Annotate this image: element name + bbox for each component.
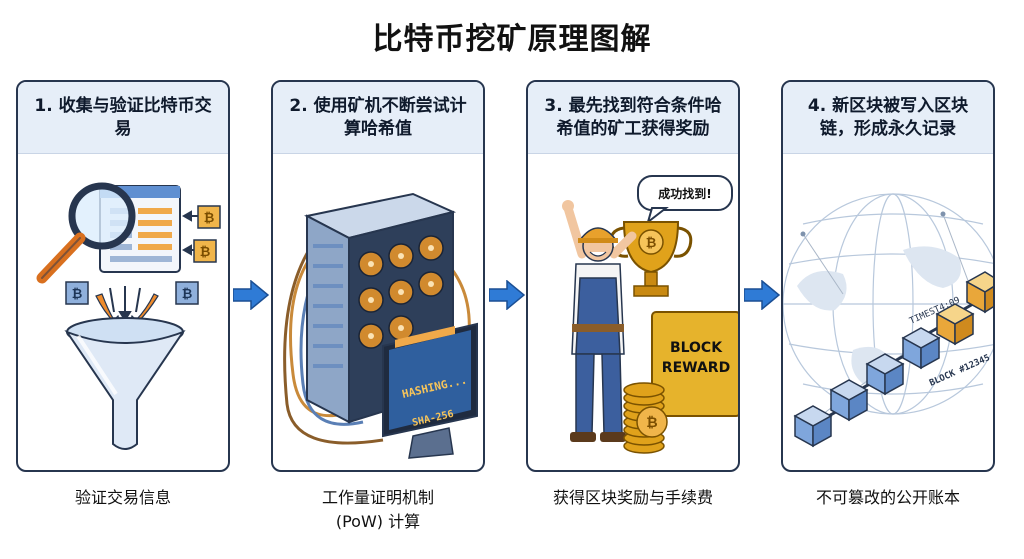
block-reward-card: BLOCK REWARD [651, 311, 738, 417]
trophy-icon: ₿ [609, 221, 693, 297]
step-card-1: 1. 收集与验证比特币交易 ₿ ₿ [16, 80, 230, 472]
monitor-icon: HASHING... SHA-256 [382, 322, 478, 459]
step-4-caption: 不可篡改的公开账本 [815, 488, 960, 507]
speech-text: 成功找到! [658, 186, 711, 201]
flow-arrow-icon [744, 280, 780, 310]
step-card-4: 4. 新区块被写入区块链，形成永久记录 [781, 80, 995, 472]
svg-text:₿: ₿ [200, 245, 211, 260]
page-title: 比特币挖矿原理图解 [372, 22, 652, 57]
svg-text:₿: ₿ [646, 415, 657, 431]
step-1-heading: 1. 收集与验证比特币交易 [18, 82, 228, 154]
reward-line-2: REWARD [662, 360, 730, 376]
magnifier-icon [36, 182, 136, 284]
step-3-heading: 3. 最先找到符合条件哈希值的矿工获得奖励 [528, 82, 738, 154]
flow-arrow-icon [489, 280, 525, 310]
mining-rig-illustration: HASHING... SHA-256 [283, 192, 478, 459]
coin-stack-icon: ₿ [623, 382, 668, 454]
reward-illustration: 成功找到! ₿ [562, 175, 738, 454]
svg-text:₿: ₿ [72, 287, 83, 302]
svg-text:₿: ₿ [182, 287, 193, 302]
bitcoin-icon: ₿ ₿ ₿ ₿ [65, 205, 221, 305]
bitcoin-icon: ₿ [646, 236, 657, 251]
step-card-2: 2. 使用矿机不断尝试计算哈希值 [271, 80, 485, 472]
flow-arrow-icon [233, 280, 269, 310]
step-4-heading: 4. 新区块被写入区块链，形成永久记录 [783, 82, 993, 154]
blockchain-illustration: TIMEST4:09 BLOCK #12345 [783, 193, 993, 448]
step-3-caption: 获得区块奖励与手续费 [552, 488, 713, 507]
step-1-caption: 验证交易信息 [74, 488, 171, 507]
step-card-3: 3. 最先找到符合条件哈希值的矿工获得奖励 成功找到! ₿ [526, 80, 740, 472]
reward-line-1: BLOCK [670, 340, 723, 356]
speech-bubble: 成功找到! [637, 175, 733, 225]
svg-text:₿: ₿ [204, 211, 215, 226]
step-2-heading: 2. 使用矿机不断尝试计算哈希值 [273, 82, 483, 154]
step-2-caption: 工作量证明机制 (PoW) 计算 [321, 488, 434, 531]
chain-block-icon [793, 271, 993, 448]
collect-verify-illustration: ₿ ₿ ₿ ₿ [36, 182, 221, 450]
funnel-icon [64, 317, 186, 450]
miner-icon [562, 200, 637, 442]
